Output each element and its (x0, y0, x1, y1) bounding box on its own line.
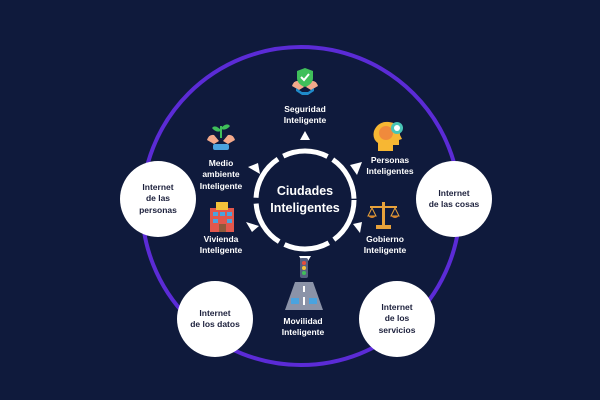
label-gobierno: Gobierno Inteligente (363, 234, 407, 256)
label-medio-ambiente: Medio ambiente Inteligente (199, 158, 243, 191)
shield-check-hands-icon (292, 68, 318, 95)
label-movilidad: Movilidad Inteligente (281, 316, 325, 338)
plant-hands-icon (207, 124, 235, 150)
bubble-internet-servicios: Internet de los servicios (359, 281, 435, 357)
label-seguridad: Seguridad Inteligente (283, 104, 327, 126)
bubble-internet-personas: Internet de las personas (120, 161, 196, 237)
bubble-internet-servicios-text: Internet de los servicios (378, 301, 416, 335)
arrow-right (353, 222, 362, 233)
arrow-top-right (350, 162, 362, 175)
road-traffic-icon (285, 258, 323, 310)
label-personas: Personas Inteligentes (366, 155, 414, 177)
bubble-internet-cosas-text: Internet de las cosas (428, 187, 480, 209)
arrow-bottom-left (246, 222, 259, 232)
building-icon (210, 202, 234, 232)
arrow-top (300, 131, 310, 140)
label-vivienda: Vivienda Inteligente (199, 234, 243, 256)
bubble-internet-datos: Internet de los datos (177, 281, 253, 357)
scales-icon (367, 202, 400, 229)
center-title: Ciudades Inteligentes (270, 184, 340, 215)
bubble-internet-cosas: Internet de las cosas (416, 161, 492, 237)
bubble-internet-datos-text: Internet de los datos (190, 307, 240, 329)
brain-head-icon (373, 121, 403, 151)
bubble-internet-personas-text: Internet de las personas (139, 181, 177, 215)
arrow-left (248, 163, 260, 174)
inner-ring (253, 148, 357, 252)
